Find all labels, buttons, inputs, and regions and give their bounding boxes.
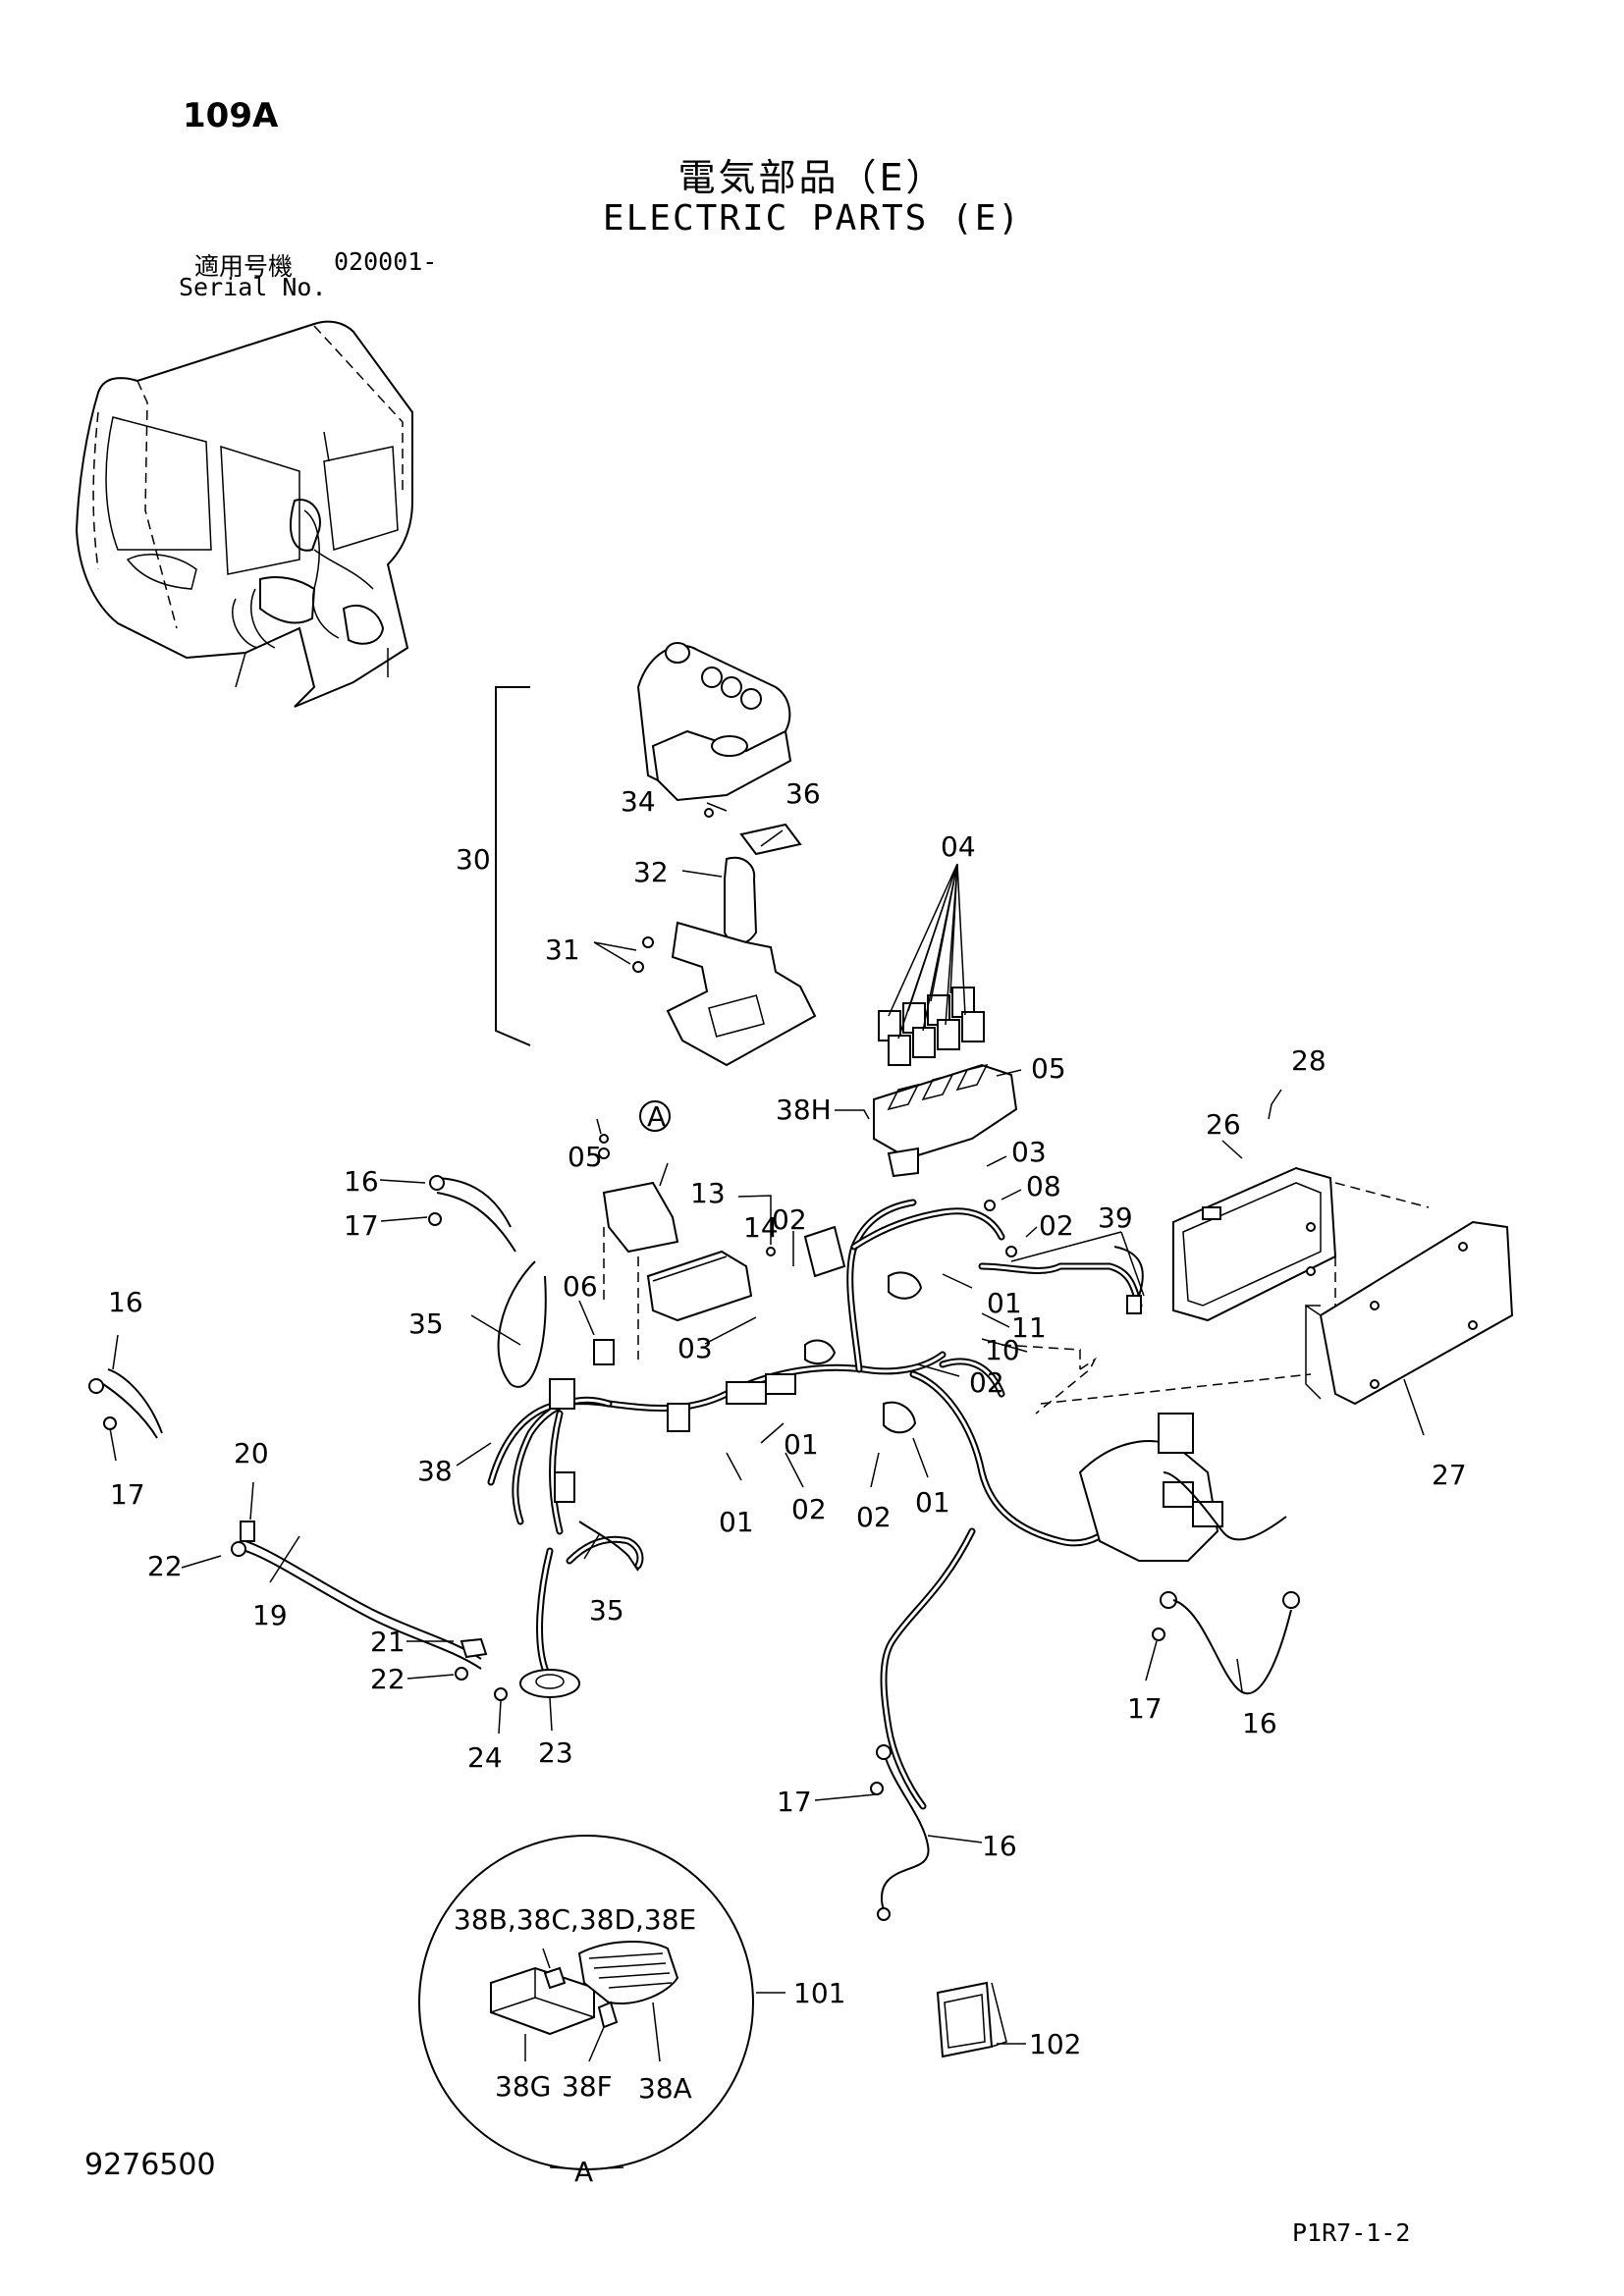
callout-05-right: 05 bbox=[1031, 1052, 1066, 1085]
callout-30: 30 bbox=[456, 843, 491, 876]
main-harness bbox=[487, 1199, 1223, 1810]
cab-overview-illustration bbox=[75, 320, 413, 708]
callout-13: 13 bbox=[690, 1177, 726, 1209]
callout-02-top: 02 bbox=[1039, 1209, 1074, 1242]
callout-31: 31 bbox=[545, 934, 580, 966]
callout-16-bottom: 16 bbox=[982, 1830, 1017, 1862]
callout-01-center: 01 bbox=[784, 1428, 819, 1461]
view-marker-label: A bbox=[647, 1100, 666, 1133]
callout-20: 20 bbox=[234, 1437, 269, 1469]
callout-02-center: 02 bbox=[772, 1203, 807, 1236]
callout-01-lower-right: 01 bbox=[915, 1486, 950, 1519]
callout-04: 04 bbox=[941, 830, 976, 863]
ground-cables bbox=[88, 1175, 1300, 1921]
callout-03-top: 03 bbox=[1011, 1136, 1047, 1168]
callout-06: 06 bbox=[563, 1270, 598, 1303]
callout-101: 101 bbox=[793, 1977, 845, 2009]
callout-labels: 30 34 36 32 31 04 05 38H 28 26 05 03 08 … bbox=[108, 777, 1467, 2188]
callout-16-left: 16 bbox=[108, 1286, 143, 1318]
title-english: ELECTRIC PARTS (E) bbox=[602, 198, 1022, 239]
leader-lines bbox=[109, 802, 1425, 1843]
callout-10: 10 bbox=[985, 1334, 1020, 1366]
callout-19: 19 bbox=[252, 1599, 288, 1631]
callout-05-left: 05 bbox=[568, 1141, 603, 1173]
callout-38h: 38H bbox=[776, 1094, 832, 1126]
warning-label-102 bbox=[936, 1981, 1026, 2058]
callout-38b-38c-38d-38e: 38B,38C,38D,38E bbox=[454, 1903, 696, 1936]
callout-02-right: 02 bbox=[969, 1366, 1004, 1399]
callout-03-lower: 03 bbox=[677, 1332, 713, 1364]
callout-28: 28 bbox=[1291, 1044, 1326, 1077]
page-code: P1R7-1-2 bbox=[1292, 2218, 1411, 2247]
callout-38: 38 bbox=[417, 1455, 453, 1487]
callout-24: 24 bbox=[467, 1741, 503, 1774]
callout-27: 27 bbox=[1432, 1459, 1467, 1491]
view-marker-bottom: A bbox=[574, 2156, 593, 2188]
callout-38f: 38F bbox=[562, 2070, 613, 2103]
callout-35-lower: 35 bbox=[589, 1594, 624, 1627]
title-japanese: 電気部品（E） bbox=[677, 156, 947, 199]
callout-11: 11 bbox=[1011, 1311, 1047, 1344]
callout-22-upper: 22 bbox=[147, 1550, 183, 1582]
callout-22-lower: 22 bbox=[370, 1663, 406, 1695]
callout-34: 34 bbox=[621, 785, 656, 818]
callout-16-right: 16 bbox=[1242, 1707, 1277, 1739]
callout-14: 14 bbox=[743, 1211, 779, 1244]
serial-label-japanese: 適用号機 bbox=[194, 252, 294, 281]
detail-view-a bbox=[418, 1835, 785, 2170]
callout-02-lower-left: 02 bbox=[791, 1493, 827, 1525]
callout-32: 32 bbox=[633, 856, 669, 888]
callout-16-upper: 16 bbox=[344, 1165, 379, 1198]
callout-17-right: 17 bbox=[1127, 1692, 1163, 1725]
callout-01-right: 01 bbox=[987, 1287, 1022, 1319]
relay-box bbox=[599, 1134, 776, 1322]
console-assembly bbox=[495, 642, 817, 1067]
callout-01-lower-left: 01 bbox=[719, 1506, 754, 1538]
page-number: 109A bbox=[183, 96, 279, 135]
callout-17-left: 17 bbox=[110, 1478, 145, 1511]
callout-35-upper: 35 bbox=[408, 1308, 444, 1340]
serial-label-english: Serial No. bbox=[179, 273, 327, 301]
serial-number-value: 020001- bbox=[334, 247, 438, 276]
reference-lines bbox=[603, 1227, 1312, 1415]
callout-17-bottom: 17 bbox=[777, 1786, 812, 1818]
view-marker-a: A bbox=[639, 1100, 671, 1133]
callout-38g: 38G bbox=[495, 2070, 551, 2103]
callout-23: 23 bbox=[538, 1736, 573, 1769]
controller-cover bbox=[1305, 1220, 1514, 1406]
callout-08: 08 bbox=[1026, 1170, 1061, 1202]
cable-ties-and-misc bbox=[231, 1148, 1144, 1701]
controller-unit bbox=[1172, 1166, 1430, 1322]
callout-38a: 38A bbox=[638, 2072, 692, 2105]
callout-26: 26 bbox=[1206, 1108, 1241, 1141]
document-number: 9276500 bbox=[84, 2148, 216, 2182]
relay-set bbox=[873, 987, 1018, 1178]
callout-39: 39 bbox=[1098, 1201, 1133, 1234]
callout-102: 102 bbox=[1029, 2028, 1081, 2060]
callout-17-upper: 17 bbox=[344, 1209, 379, 1242]
callout-36: 36 bbox=[785, 777, 821, 810]
callout-02-lower: 02 bbox=[856, 1501, 892, 1533]
callout-21: 21 bbox=[370, 1626, 406, 1658]
